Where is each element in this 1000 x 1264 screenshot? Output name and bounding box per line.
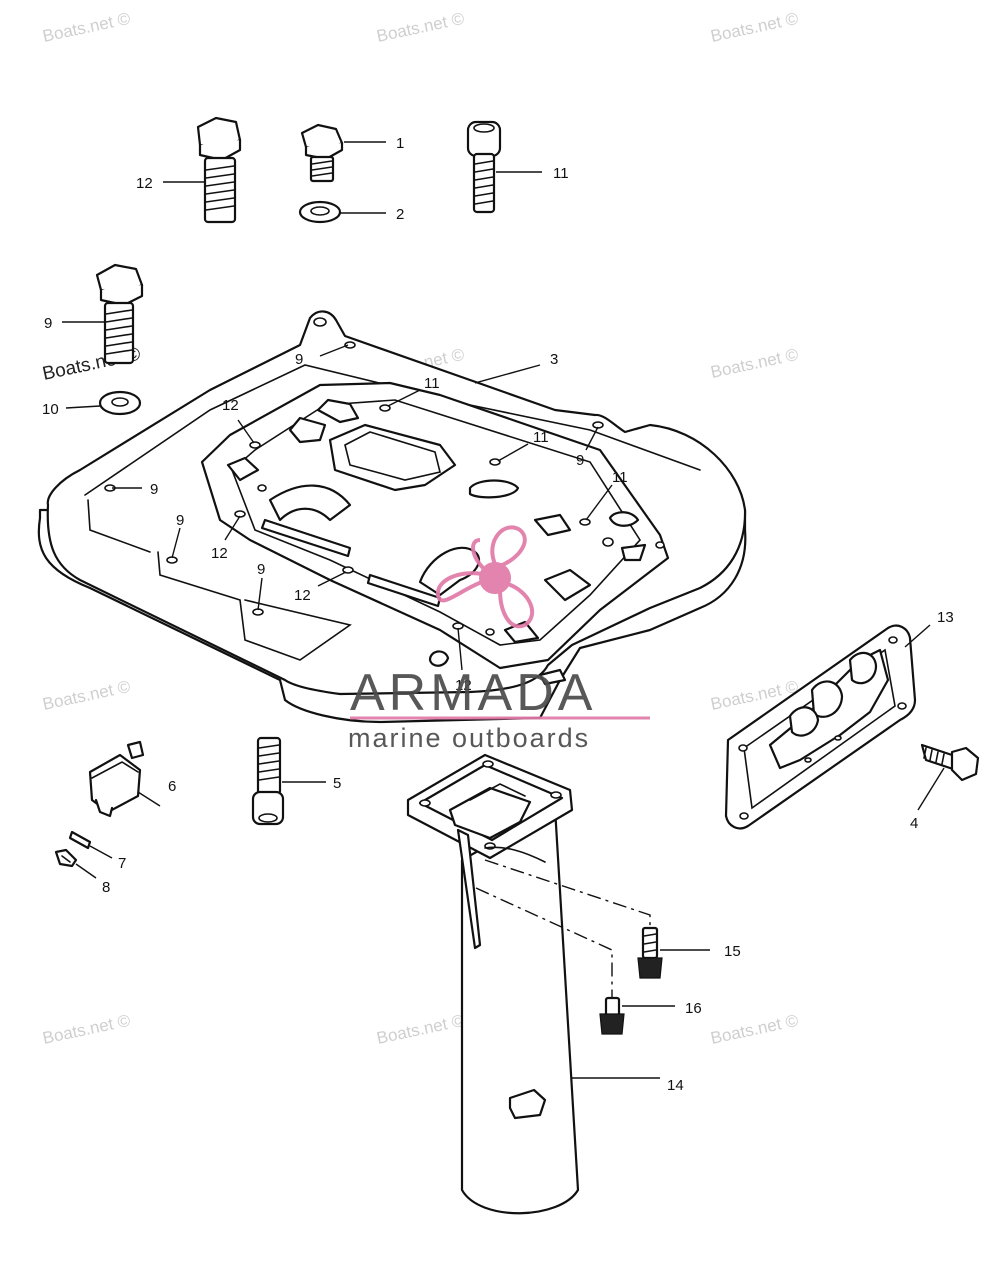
callout-11-top: 11: [553, 165, 569, 182]
callout-12-plate-d: 12: [455, 677, 472, 694]
part-10-lock-washer: [98, 390, 142, 416]
part-16-screw: [599, 996, 625, 1035]
part-7-pin: [68, 830, 92, 850]
callout-13: 13: [937, 609, 954, 626]
part-1-bolt: [300, 123, 344, 183]
callout-8: 8: [102, 879, 110, 896]
part-5-socket-bolt: [251, 736, 285, 826]
watermark-text: Boats.net ©: [41, 677, 133, 714]
watermark-text: Boats.net ©: [709, 1011, 801, 1048]
callout-12-top: 12: [136, 175, 153, 192]
callout-10: 10: [42, 401, 59, 418]
logo-tagline: marine outboards: [348, 723, 590, 753]
part-11-socket-screw: [466, 120, 502, 214]
callout-6: 6: [168, 778, 176, 795]
callout-16: 16: [685, 1000, 702, 1017]
logo-brand: ARMADA: [350, 664, 596, 722]
armada-logo: ARMADA marine outboards: [348, 525, 650, 753]
callout-12-plate-b: 12: [211, 545, 228, 562]
callout-9-plate-e: 9: [257, 561, 265, 578]
part-2-washer: [298, 200, 342, 224]
callout-3: 3: [550, 351, 558, 368]
callout-9-plate-a: 9: [295, 351, 303, 368]
watermark-text: Boats.net ©: [709, 345, 801, 382]
callout-15: 15: [724, 943, 741, 960]
part-13-cover-plate: [724, 624, 917, 830]
watermark-text: Boats.net ©: [375, 1011, 467, 1048]
callout-7: 7: [118, 855, 126, 872]
part-9-hex-bolt: [95, 263, 144, 365]
callout-9-plate-c: 9: [150, 481, 158, 498]
part-15-screw: [637, 926, 663, 979]
callout-1: 1: [396, 135, 404, 152]
callout-12-plate-a: 12: [222, 397, 239, 414]
part-8-nut: [54, 848, 78, 868]
callout-11-plate-b: 11: [533, 429, 549, 446]
propeller-emblem-icon: [436, 525, 535, 629]
part-14-exhaust-tube: [406, 753, 580, 1215]
part-12-hex-bolt: [196, 116, 242, 224]
callout-2: 2: [396, 206, 404, 223]
callout-11-plate-a: 11: [424, 375, 440, 392]
callout-11-plate-c: 11: [612, 469, 628, 486]
watermark-text: Boats.net ©: [41, 9, 133, 46]
watermark-text: Boats.net ©: [709, 9, 801, 46]
callout-9-plate-b: 9: [576, 452, 584, 469]
callout-5: 5: [333, 775, 341, 792]
watermark-text: Boats.net ©: [41, 1011, 133, 1048]
callout-9-plate-d: 9: [176, 512, 184, 529]
callout-14: 14: [667, 1077, 684, 1094]
part-4-bolt: [920, 743, 980, 782]
callout-4: 4: [910, 815, 918, 832]
callout-12-plate-c: 12: [294, 587, 311, 604]
part-6-switch: [88, 740, 145, 818]
watermark-text: Boats.net ©: [375, 9, 467, 46]
callout-9-left: 9: [44, 315, 52, 332]
part-3-adapter-plate: [37, 310, 747, 724]
